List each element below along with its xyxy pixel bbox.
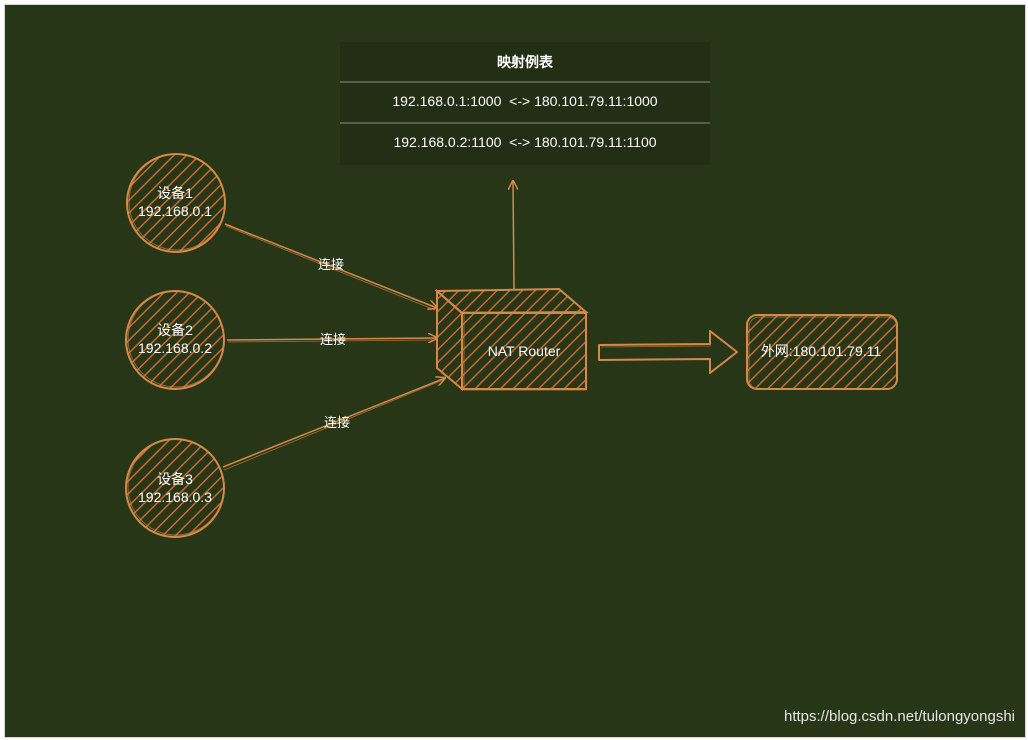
diagram-canvas: 映射例表 192.168.0.1:1000 <-> 180.101.79.11:… bbox=[4, 4, 1026, 738]
device-2: 设备2 192.168.0.2 bbox=[125, 290, 225, 390]
mapping-table: 映射例表 192.168.0.1:1000 <-> 180.101.79.11:… bbox=[340, 42, 710, 165]
connections: 连接 连接 连接 bbox=[222, 223, 445, 471]
connection-arrow-1-sketch bbox=[225, 225, 436, 311]
nat-router: NAT Router bbox=[434, 287, 589, 392]
connection-label-1: 连接 bbox=[318, 257, 344, 272]
device-1-ip: 192.168.0.1 bbox=[138, 203, 212, 219]
device-3-ip: 192.168.0.3 bbox=[138, 489, 212, 505]
device-2-name: 设备2 bbox=[157, 322, 193, 338]
device-2-ip: 192.168.0.2 bbox=[138, 340, 212, 356]
internet-box-sketch bbox=[748, 316, 898, 390]
connection-arrow-1 bbox=[224, 223, 437, 308]
connection-label-2: 连接 bbox=[320, 332, 346, 347]
watermark: https://blog.csdn.net/tulongyongshi bbox=[784, 708, 1015, 725]
router-label: NAT Router bbox=[488, 343, 561, 359]
connection-arrow-3 bbox=[222, 378, 445, 468]
device-3-sketch bbox=[127, 438, 225, 536]
connection-arrow-2 bbox=[226, 338, 437, 340]
device-3: 设备3 192.168.0.3 bbox=[125, 438, 225, 538]
nat-diagram: 映射例表 192.168.0.1:1000 <-> 180.101.79.11:… bbox=[125, 42, 898, 538]
connection-arrow-3-sketch bbox=[223, 379, 444, 471]
mapping-row-2: 192.168.0.2:1100 <-> 180.101.79.11:1100 bbox=[393, 134, 656, 150]
device-3-node bbox=[125, 438, 225, 538]
mapping-table-title: 映射例表 bbox=[497, 54, 554, 70]
mapping-table-background bbox=[340, 42, 710, 165]
connection-label-3: 连接 bbox=[324, 415, 350, 430]
router-to-internet-arrow-sketch bbox=[600, 345, 712, 348]
internet-label: 外网:180.101.79.11 bbox=[761, 343, 882, 359]
internet-node: 外网:180.101.79.11 bbox=[746, 314, 898, 390]
device-1-name: 设备1 bbox=[157, 185, 193, 201]
router-to-table-arrow bbox=[513, 181, 514, 290]
connection-arrow-2-sketch bbox=[227, 339, 436, 343]
device-1-sketch bbox=[128, 153, 226, 251]
router-front-face bbox=[461, 312, 587, 390]
device-2-sketch bbox=[127, 290, 225, 388]
device-1: 设备1 192.168.0.1 bbox=[126, 153, 226, 253]
mapping-row-1: 192.168.0.1:1000 <-> 180.101.79.11:1000 bbox=[392, 93, 657, 109]
router-sketch bbox=[463, 311, 587, 391]
router-to-internet-arrow bbox=[598, 330, 738, 374]
device-3-name: 设备3 bbox=[157, 471, 193, 487]
